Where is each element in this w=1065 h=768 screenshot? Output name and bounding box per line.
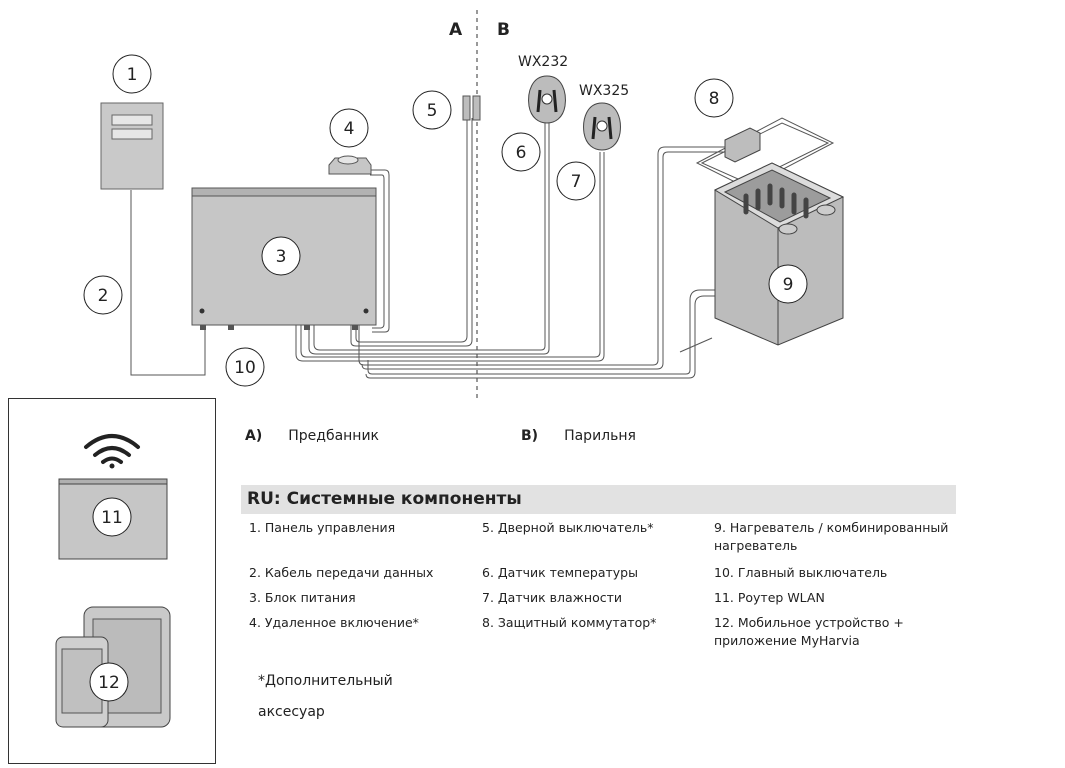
callout-11: 11 — [92, 497, 132, 537]
callout-7: 7 — [556, 161, 596, 201]
callout-6: 6 — [501, 132, 541, 172]
control-panel — [100, 102, 164, 190]
wlan-mobile-graphic: 11 12 — [55, 434, 171, 728]
component-item: 4. Удаленное включение* — [249, 615, 419, 630]
component-item: 7. Датчик влажности — [482, 590, 623, 605]
model-wx325: WX325 — [579, 83, 629, 99]
svg-text:7: 7 — [571, 172, 582, 192]
callout-4: 4 — [329, 108, 369, 148]
door-switch — [462, 95, 481, 121]
safety-switch — [695, 117, 835, 189]
component-item: 11. Роутер WLAN — [714, 590, 825, 605]
wifi-icon — [84, 434, 140, 469]
callout-10: 10 — [225, 347, 265, 387]
wlan-mobile-panel: 11 12 — [8, 398, 216, 764]
component-item: 9. Нагреватель / комбинированный нагрева… — [714, 520, 949, 553]
heater — [713, 162, 845, 346]
svg-text:4: 4 — [344, 119, 355, 139]
callout-5: 5 — [412, 90, 452, 130]
component-item: 12. Мобильное устройство + приложение My… — [714, 615, 904, 648]
zone-a-label: A — [449, 20, 463, 40]
temperature-sensor — [528, 75, 566, 124]
callout-3: 3 — [261, 236, 301, 276]
component-item: 5. Дверной выключатель* — [482, 520, 654, 535]
svg-text:3: 3 — [276, 247, 287, 267]
room-b-label: Парильня — [564, 428, 636, 444]
room-legend-a: A) Предбанник — [245, 428, 379, 444]
svg-text:12: 12 — [98, 673, 120, 693]
room-legend-b: B) Парильня — [521, 428, 636, 444]
components-heading: RU: Системные компоненты — [241, 485, 956, 514]
svg-text:11: 11 — [101, 508, 123, 528]
svg-text:1: 1 — [127, 65, 138, 85]
room-a-key: A) — [245, 428, 263, 444]
component-item: 1. Панель управления — [249, 520, 396, 535]
svg-text:2: 2 — [98, 286, 109, 306]
room-a-label: Предбанник — [288, 428, 380, 444]
svg-text:8: 8 — [709, 89, 720, 109]
component-item: 8. Защитный коммутатор* — [482, 615, 657, 630]
component-item: 10. Главный выключатель — [714, 565, 888, 580]
callout-9: 9 — [768, 264, 808, 304]
component-item: 3. Блок питания — [249, 590, 356, 605]
svg-text:6: 6 — [516, 143, 527, 163]
component-item: 2. Кабель передачи данных — [249, 565, 434, 580]
callout-2: 2 — [83, 275, 123, 315]
zone-b-label: B — [497, 20, 510, 40]
callout-8: 8 — [694, 78, 734, 118]
svg-text:9: 9 — [783, 275, 794, 295]
system-diagram: A B — [83, 10, 845, 398]
callout-12: 12 — [89, 662, 129, 702]
wlan-router — [58, 478, 168, 560]
footnote-line-2: аксесуар — [258, 704, 325, 720]
svg-text:10: 10 — [234, 358, 256, 378]
svg-text:5: 5 — [427, 101, 438, 121]
room-b-key: B) — [521, 428, 539, 444]
component-item: 6. Датчик температуры — [482, 565, 638, 580]
callouts: 1 2 3 4 5 6 7 8 9 10 — [83, 54, 808, 387]
model-wx232: WX232 — [518, 54, 568, 70]
remote-switch — [328, 155, 372, 175]
data-cable — [130, 190, 206, 376]
humidity-sensor — [583, 102, 621, 151]
callout-1: 1 — [112, 54, 152, 94]
footnote-line-1: *Дополнительный — [258, 673, 393, 689]
cables — [130, 118, 745, 379]
